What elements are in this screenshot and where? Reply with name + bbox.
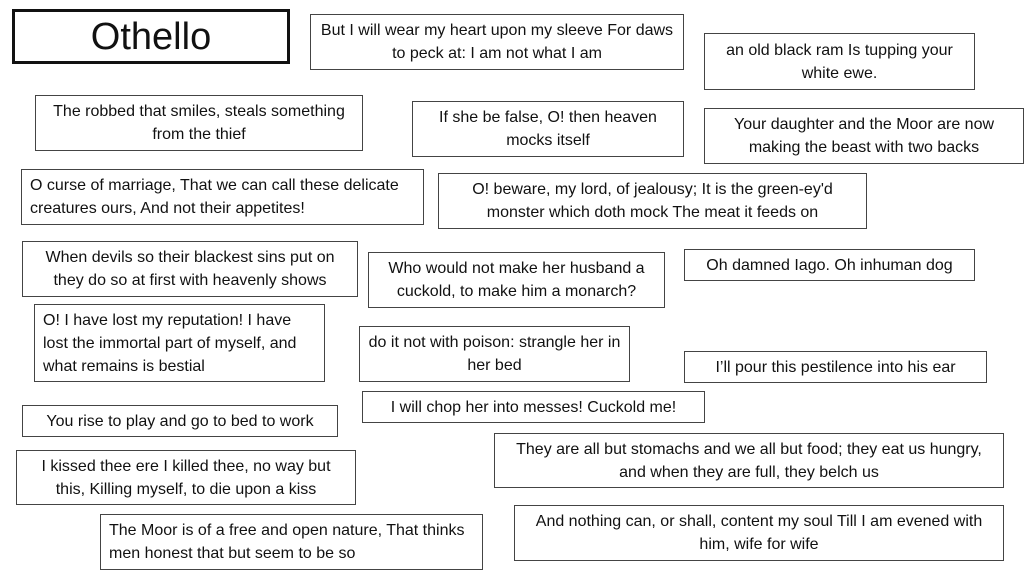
quote-old-black-ram: an old black ram Is tupping your white e… xyxy=(704,33,975,90)
quote-lost-my-reputation: O! I have lost my reputation! I have los… xyxy=(34,304,325,382)
quote-curse-of-marriage: O curse of marriage, That we can call th… xyxy=(21,169,424,225)
quote-beast-with-two-backs: Your daughter and the Moor are now makin… xyxy=(704,108,1024,164)
quote-damned-iago: Oh damned Iago. Oh inhuman dog xyxy=(684,249,975,281)
quote-robbed-that-smiles: The robbed that smiles, steals something… xyxy=(35,95,363,151)
quote-moor-free-and-open: The Moor is of a free and open nature, T… xyxy=(100,514,483,570)
quote-if-she-be-false: If she be false, O! then heaven mocks it… xyxy=(412,101,684,157)
quote-cuckold-monarch: Who would not make her husband a cuckold… xyxy=(368,252,665,308)
quote-rise-to-play: You rise to play and go to bed to work xyxy=(22,405,338,437)
quote-strangle-her: do it not with poison: strangle her in h… xyxy=(359,326,630,382)
quote-blackest-sins: When devils so their blackest sins put o… xyxy=(22,241,358,297)
slide-title: Othello xyxy=(12,9,290,64)
quote-evened-with-him: And nothing can, or shall, content my so… xyxy=(514,505,1004,561)
quote-green-eyed-monster: O! beware, my lord, of jealousy; It is t… xyxy=(438,173,867,229)
quote-kissed-thee: I kissed thee ere I killed thee, no way … xyxy=(16,450,356,505)
quote-chop-her-into-messes: I will chop her into messes! Cuckold me! xyxy=(362,391,705,423)
quote-heart-upon-sleeve: But I will wear my heart upon my sleeve … xyxy=(310,14,684,70)
quote-pour-this-pestilence: I’ll pour this pestilence into his ear xyxy=(684,351,987,383)
quote-stomachs-and-food: They are all but stomachs and we all but… xyxy=(494,433,1004,488)
